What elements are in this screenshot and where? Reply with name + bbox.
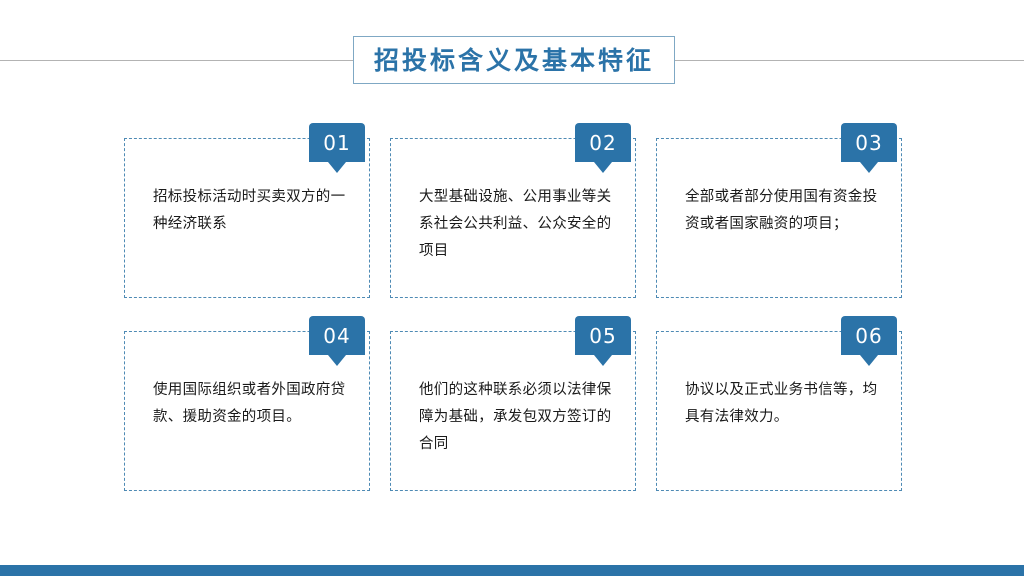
card-number-badge-02: 02 xyxy=(575,123,631,173)
card-body-text: 使用国际组织或者外国政府贷款、援助资金的项目。 xyxy=(153,382,346,425)
card-body-text: 大型基础设施、公用事业等关系社会公共利益、公众安全的项目 xyxy=(419,189,612,259)
card-number-label: 04 xyxy=(323,323,351,348)
card-number-label: 01 xyxy=(323,130,351,155)
badge-pointer-icon xyxy=(328,162,346,173)
badge-pointer-icon xyxy=(860,162,878,173)
card-number-badge-06: 06 xyxy=(841,316,897,366)
content-card-03[interactable]: 03 全部或者部分使用国有资金投资或者国家融资的项目； xyxy=(656,123,902,298)
slide-header: 招投标含义及基本特征 xyxy=(0,0,1024,110)
badge-pointer-icon xyxy=(594,162,612,173)
content-card-01[interactable]: 01 招标投标活动时买卖双方的一种经济联系 xyxy=(124,123,370,298)
card-number-badge-04: 04 xyxy=(309,316,365,366)
card-number-label: 03 xyxy=(855,130,883,155)
card-number-label: 06 xyxy=(855,323,883,348)
content-card-06[interactable]: 06 协议以及正式业务书信等，均具有法律效力。 xyxy=(656,316,902,491)
badge-pointer-icon xyxy=(594,355,612,366)
content-card-04[interactable]: 04 使用国际组织或者外国政府贷款、援助资金的项目。 xyxy=(124,316,370,491)
card-number-label: 05 xyxy=(589,323,617,348)
card-body-text: 招标投标活动时买卖双方的一种经济联系 xyxy=(153,189,346,232)
content-card-05[interactable]: 05 他们的这种联系必须以法律保障为基础，承发包双方签订的合同 xyxy=(390,316,636,491)
card-body-text: 他们的这种联系必须以法律保障为基础，承发包双方签订的合同 xyxy=(419,382,612,452)
card-body-text: 全部或者部分使用国有资金投资或者国家融资的项目； xyxy=(685,189,878,232)
footer-accent-bar xyxy=(0,565,1024,576)
card-number-label: 02 xyxy=(589,130,617,155)
card-number-badge-03: 03 xyxy=(841,123,897,173)
badge-pointer-icon xyxy=(328,355,346,366)
page-title: 招投标含义及基本特征 xyxy=(373,45,654,75)
slide-title-box: 招投标含义及基本特征 xyxy=(353,36,675,84)
card-number-badge-01: 01 xyxy=(309,123,365,173)
content-card-02[interactable]: 02 大型基础设施、公用事业等关系社会公共利益、公众安全的项目 xyxy=(390,123,636,298)
card-body-text: 协议以及正式业务书信等，均具有法律效力。 xyxy=(685,382,878,425)
card-number-badge-05: 05 xyxy=(575,316,631,366)
badge-pointer-icon xyxy=(860,355,878,366)
